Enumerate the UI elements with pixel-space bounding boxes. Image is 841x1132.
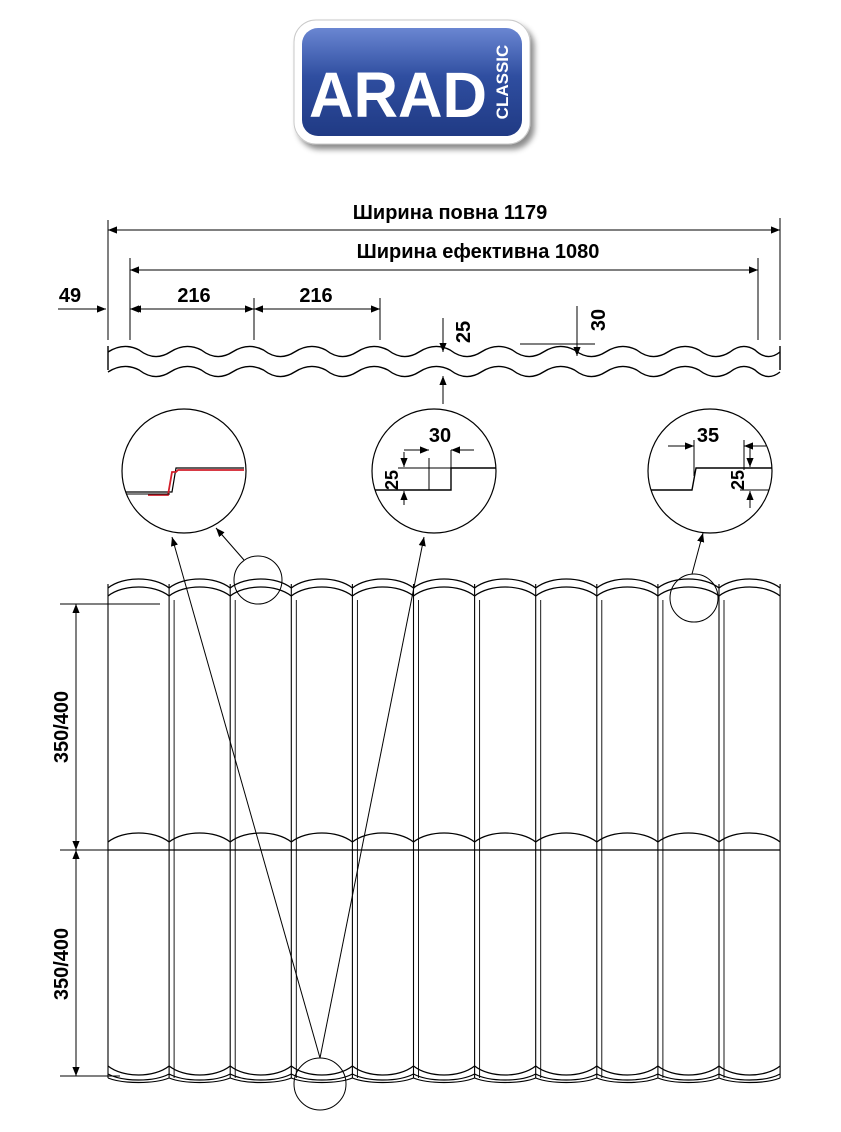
- detail-circle-seal: [121, 408, 247, 534]
- sheet-bottom-wave: [107, 1077, 781, 1084]
- detail-circle-step-35: 35 25: [647, 408, 773, 534]
- logo-badge: [302, 28, 522, 136]
- module-length-2-label: 350/400: [51, 928, 73, 1000]
- module-length-1-label: 350/400: [51, 691, 73, 763]
- full-width-label: Ширина повна 1179: [353, 202, 547, 224]
- sheet-bottom-wave: [107, 1073, 781, 1081]
- sheet-top-wave: [107, 578, 781, 589]
- callout-circle-bottom: [293, 1057, 347, 1111]
- tile-sheet: [107, 578, 781, 1084]
- effective-width-label: Ширина ефективна 1080: [357, 241, 600, 263]
- module-dimensions: 350/400 350/400: [51, 603, 160, 1077]
- pitch-1-label: 216: [177, 285, 210, 307]
- detail-circle-step-30: 30 25: [371, 408, 497, 534]
- sheet-middle-wave: [107, 832, 781, 843]
- step-35-height-label: 25: [728, 470, 748, 490]
- leader-lines: [170, 527, 705, 1059]
- step-35-width-label: 35: [697, 425, 719, 447]
- wave-depth-label: 30: [588, 309, 610, 331]
- step-30-width-label: 30: [429, 425, 451, 447]
- callout-circle-step: [669, 573, 719, 623]
- arad-logo: ARAD CLASSIC: [293, 19, 531, 145]
- logo-brand-text: ARAD: [309, 59, 487, 131]
- step-30-height-label: 25: [382, 470, 402, 490]
- pitch-2-label: 216: [299, 285, 332, 307]
- sheet-bottom-wave: [107, 1065, 781, 1076]
- cross-section-profile: [107, 345, 781, 378]
- top-dimensions: Ширина повна 1179 Ширина ефективна 1080 …: [58, 202, 781, 404]
- overhang-label: 49: [59, 285, 81, 307]
- profile-depth-label: 25: [453, 321, 475, 343]
- sheet-top-wave: [107, 586, 781, 597]
- callout-circle-seal: [233, 555, 283, 605]
- logo-series-text: CLASSIC: [493, 45, 512, 120]
